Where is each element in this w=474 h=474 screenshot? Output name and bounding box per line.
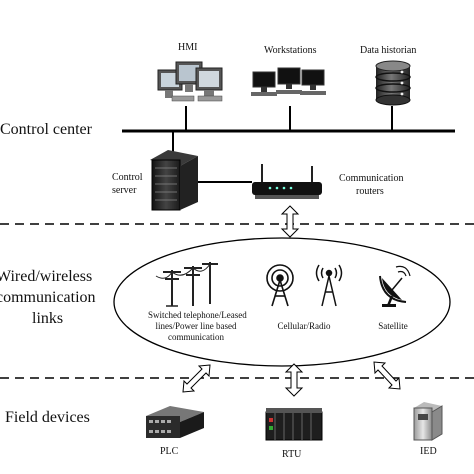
section-label-links-line3: links xyxy=(32,310,64,327)
data-historian-label: Data historian xyxy=(360,45,417,56)
hmi-label: HMI xyxy=(178,42,198,53)
power-line-icon xyxy=(155,262,218,307)
ied-label: IED xyxy=(420,446,437,457)
workstations-icon xyxy=(251,67,326,96)
ied-link-arrow xyxy=(373,361,401,390)
telephone-label-line2: lines/Power line based xyxy=(155,321,237,331)
hmi-icon xyxy=(157,61,223,102)
router-icon xyxy=(252,164,322,199)
workstations-label: Workstations xyxy=(264,45,317,56)
satellite-dish-icon xyxy=(379,265,411,307)
cellular-tower-icon xyxy=(315,264,343,307)
plc-device-icon xyxy=(146,406,204,438)
rtu-device-icon xyxy=(265,408,323,441)
cellular-radio-label: Cellular/Radio xyxy=(277,321,331,331)
communication-links-ellipse xyxy=(113,237,451,367)
section-label-links-line1: Wired/wireless xyxy=(0,268,93,285)
routers-label-line1: Communication xyxy=(339,173,404,184)
router-link-arrow xyxy=(280,205,300,238)
routers-label-line2: routers xyxy=(356,186,384,197)
server-rack-icon xyxy=(150,150,198,211)
plc-label: PLC xyxy=(160,446,179,457)
radio-tower-icon xyxy=(266,264,294,307)
telephone-label-line1: Switched telephone/Leased xyxy=(148,310,247,320)
control-server-label-line1: Control xyxy=(112,172,143,183)
satellite-label: Satellite xyxy=(378,321,408,331)
section-label-control-center: Control center xyxy=(0,121,92,138)
section-label-links-line2: communication xyxy=(0,289,96,306)
database-icon xyxy=(375,60,411,106)
section-label-field-devices: Field devices xyxy=(5,409,90,426)
ied-device-icon xyxy=(413,402,443,441)
rtu-link-arrow xyxy=(284,363,304,397)
rtu-label: RTU xyxy=(282,449,302,460)
control-server-label-line2: server xyxy=(112,185,137,196)
telephone-label-line3: communication xyxy=(168,332,224,342)
plc-link-arrow xyxy=(182,364,211,393)
